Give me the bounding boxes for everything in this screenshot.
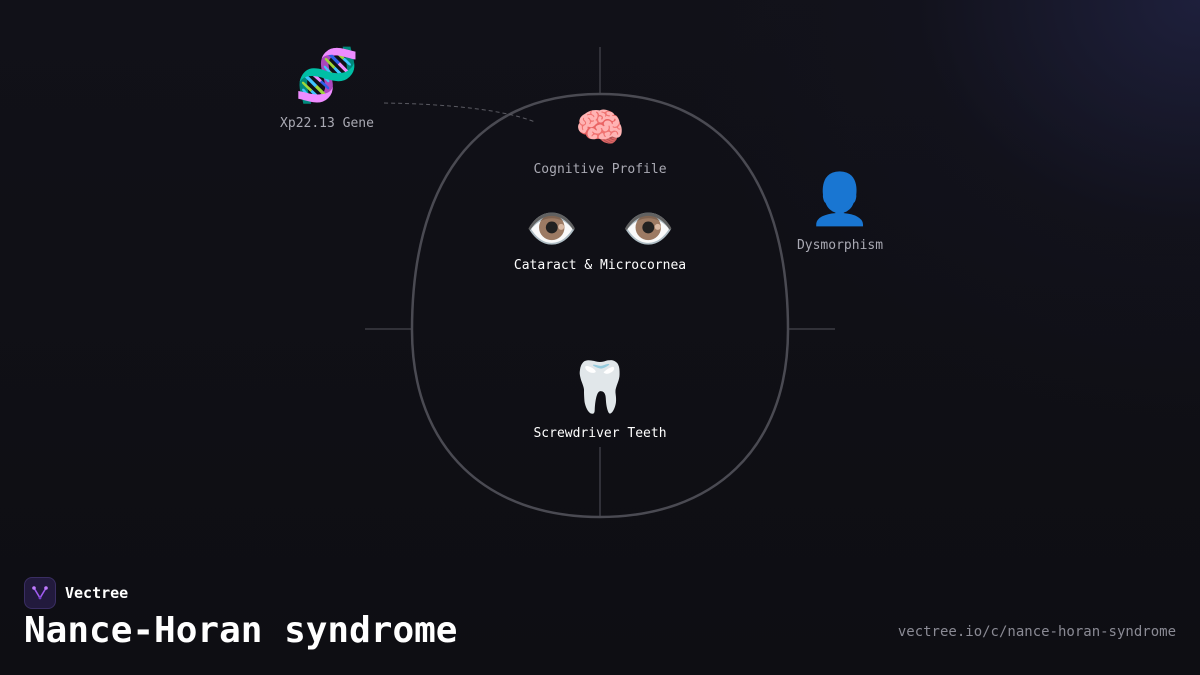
tooth-label: Screwdriver Teeth	[533, 426, 667, 441]
left-eye-icon: 👁️	[525, 204, 578, 253]
eyes-label: Cataract & Microcornea	[513, 258, 687, 273]
brain-node: 🧠 Cognitive Profile	[533, 108, 666, 177]
person-silhouette-icon: 👤	[808, 170, 872, 228]
tooth-node: 🦷 Screwdriver Teeth	[533, 362, 666, 441]
brand-name: Vectree	[65, 584, 129, 602]
gene-node: 🧬 Xp22.13 Gene	[280, 50, 374, 131]
brand: Vectree	[24, 577, 128, 609]
face-node: 👤 Dysmorphism	[797, 174, 883, 253]
tooth-icon: 🦷	[568, 358, 632, 416]
page-title: Nance-Horan syndrome	[24, 610, 458, 651]
eyes-row: 👁️ 👁️	[526, 208, 675, 250]
dna-icon: 🧬	[294, 46, 360, 106]
gene-connector	[383, 102, 536, 123]
brain-label: Cognitive Profile	[533, 162, 667, 177]
eyes-node: 👁️ 👁️ Cataract & Microcornea	[513, 208, 687, 274]
right-eye-icon: 👁️	[622, 204, 675, 253]
head-outline	[410, 92, 790, 519]
vectree-logo-icon	[24, 577, 56, 609]
face-label: Dysmorphism	[796, 238, 884, 253]
page-url[interactable]: vectree.io/c/nance-horan-syndrome	[897, 624, 1176, 640]
brain-icon: 🧠	[575, 105, 625, 151]
gene-label: Xp22.13 Gene	[280, 116, 374, 131]
